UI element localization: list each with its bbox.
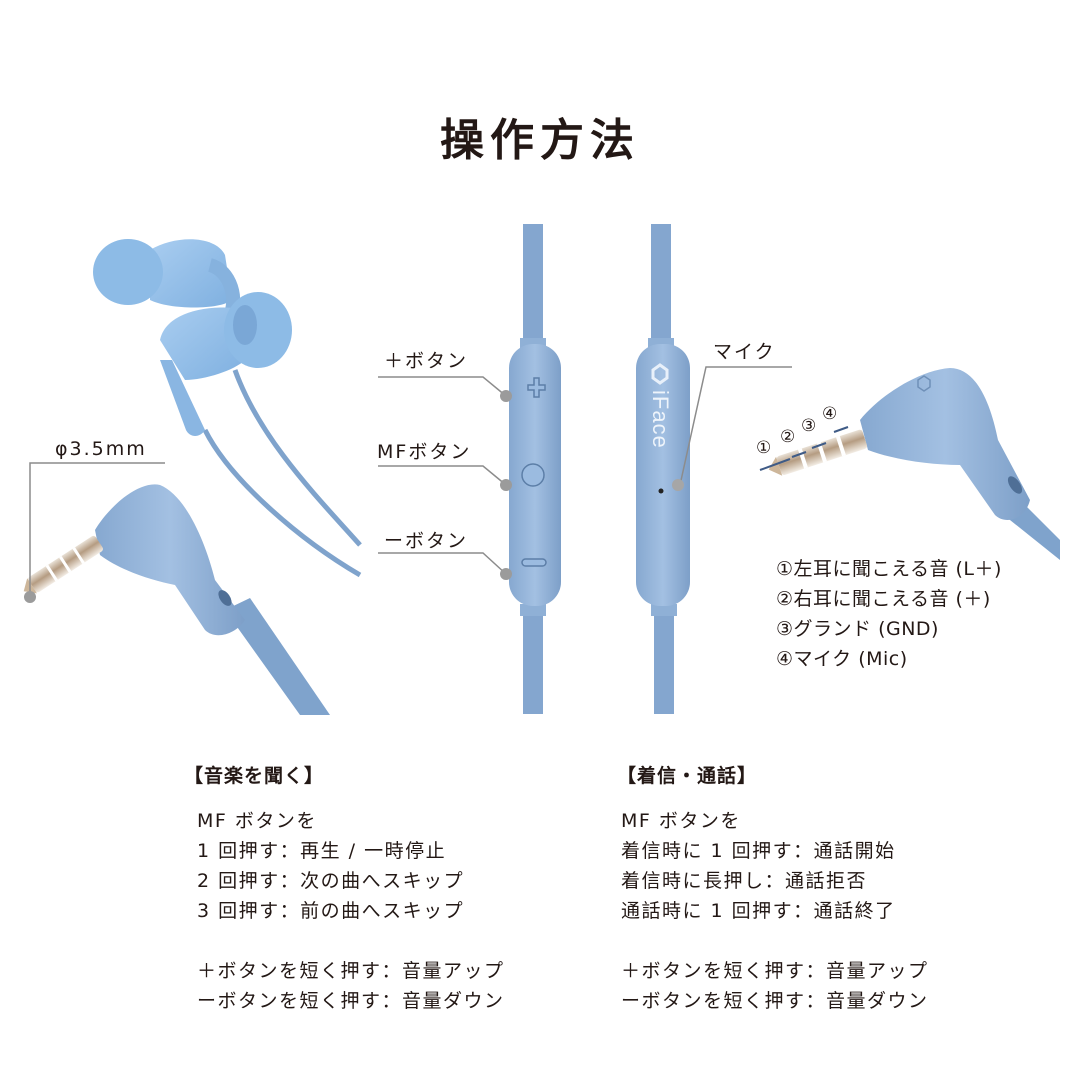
remote-back-illustration — [636, 224, 792, 714]
music-line: 3 回押す：前の曲へスキップ — [197, 900, 465, 922]
right-plug-illustration — [759, 368, 1060, 560]
call-line-spacer — [621, 926, 929, 956]
plus-button-label: ＋ボタン — [384, 350, 469, 372]
remote-front-illustration — [378, 224, 561, 714]
call-line: 通話時に 1 回押す：通話終了 — [621, 900, 896, 922]
music-section-body: MF ボタンを 1 回押す：再生 / 一時停止 2 回押す：次の曲へスキップ 3… — [197, 806, 505, 1016]
music-line-spacer — [197, 926, 505, 956]
mf-button-label: MFボタン — [377, 441, 472, 463]
music-line: MF ボタンを — [197, 810, 317, 832]
pin-marker-4: ④ — [822, 404, 838, 424]
call-line: 着信時に長押し：通話拒否 — [621, 870, 868, 892]
music-line: ＋ボタンを短く押す：音量アップ — [197, 960, 505, 982]
call-line: ＋ボタンを短く押す：音量アップ — [621, 960, 929, 982]
brand-logo-text: iFace — [648, 390, 673, 449]
call-line: MF ボタンを — [621, 810, 741, 832]
call-line: ーボタンを短く押す：音量ダウン — [621, 990, 929, 1012]
jack-pin-legend: ①左耳に聞こえる音 (L＋) ②右耳に聞こえる音 (＋) ③グランド (GND)… — [776, 554, 1002, 674]
pin-marker-1: ① — [756, 438, 772, 458]
call-section-heading: 【着信・通話】 — [617, 765, 758, 787]
minus-button-label: ーボタン — [384, 530, 469, 552]
music-section-heading: 【音楽を聞く】 — [184, 765, 325, 787]
music-line: 1 回押す：再生 / 一時停止 — [197, 840, 447, 862]
call-section-body: MF ボタンを 着信時に 1 回押す：通話開始 着信時に長押し：通話拒否 通話時… — [621, 806, 929, 1016]
jack-size-label: φ3.5mm — [55, 438, 147, 460]
earbuds-illustration — [93, 239, 362, 578]
pin-legend-item: ③グランド (GND) — [776, 618, 939, 640]
pin-legend-item: ①左耳に聞こえる音 (L＋) — [776, 558, 1002, 580]
mic-label: マイク — [713, 341, 776, 363]
pin-marker-3: ③ — [801, 416, 817, 436]
music-line: 2 回押す：次の曲へスキップ — [197, 870, 465, 892]
music-line: ーボタンを短く押す：音量ダウン — [197, 990, 505, 1012]
call-line: 着信時に 1 回押す：通話開始 — [621, 840, 896, 862]
left-plug-illustration — [23, 462, 330, 715]
pin-legend-item: ②右耳に聞こえる音 (＋) — [776, 588, 991, 610]
page-title: 操作方法 — [440, 115, 640, 166]
pin-marker-2: ② — [780, 427, 796, 447]
pin-legend-item: ④マイク (Mic) — [776, 648, 908, 670]
